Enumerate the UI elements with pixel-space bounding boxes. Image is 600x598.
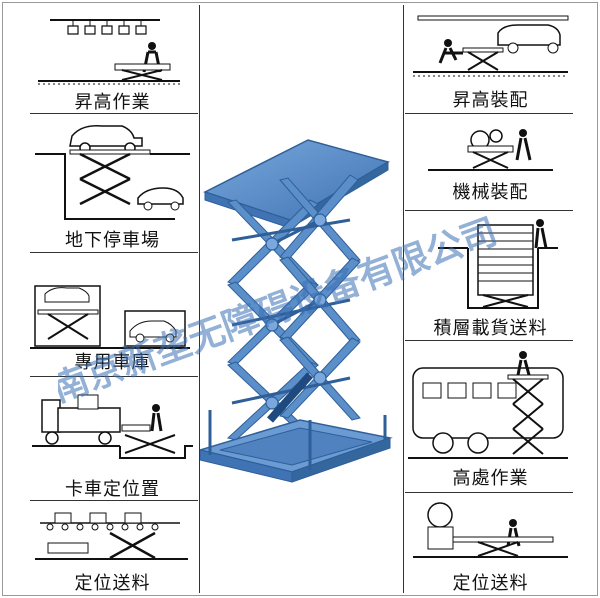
left-panel-feeding-positioning: 定位送料 — [30, 503, 195, 595]
right-panel-high-altitude-work: 高處作業 — [408, 343, 573, 491]
left-panel-truck-positioning: 卡車定位置 — [30, 380, 195, 500]
right-panel-machinery-assembly: 機械裝配 — [408, 118, 573, 208]
underground-parking-illustration — [35, 124, 190, 220]
left-panel-underground-parking: 地下停車場 — [30, 118, 195, 251]
high-altitude-work-illustration — [408, 351, 568, 459]
scissor-lift-platform — [200, 120, 403, 490]
caption-left-4: 卡車定位置 — [65, 479, 160, 500]
company-watermark: 南京新垄无障碍设备有限公司 — [58, 197, 578, 407]
scissor-lift-illustration — [200, 139, 393, 483]
right-column-divider — [403, 5, 404, 593]
truck-positioning-illustration — [32, 394, 193, 459]
caption-left-3: 專用車庫 — [74, 352, 151, 373]
left-column-divider — [199, 5, 200, 593]
caption-left-2: 地下停車場 — [65, 230, 160, 251]
right-panel-stacked-cargo-feeding: 積層載貨送料 — [408, 213, 573, 339]
caption-right-3: 積層載貨送料 — [433, 318, 548, 339]
left-row-divider — [30, 500, 198, 501]
feeding-positioning-illustration — [35, 512, 188, 560]
caption-right-4: 高處作業 — [452, 468, 529, 489]
right-row-divider — [405, 210, 573, 211]
feeding-positioning-right-illustration — [413, 502, 568, 558]
left-row-divider — [30, 252, 198, 253]
lifting-assembly-illustration — [413, 15, 569, 77]
right-row-divider — [405, 492, 573, 493]
lifting-work-illustration — [38, 19, 180, 85]
caption-right-5: 定位送料 — [452, 573, 529, 594]
private-garage-illustration — [30, 285, 190, 349]
machinery-assembly-illustration — [428, 129, 553, 171]
caption-right-1: 昇高裝配 — [452, 90, 529, 111]
right-row-divider — [405, 340, 573, 341]
right-panel-lifting-assembly: 昇高裝配 — [408, 8, 573, 113]
left-row-divider — [30, 376, 198, 377]
left-panel-lifting-work: 昇高作業 — [30, 8, 195, 113]
right-panel-feeding-positioning: 定位送料 — [408, 495, 573, 595]
caption-left-1: 昇高作業 — [74, 92, 151, 113]
left-row-divider — [30, 113, 198, 114]
caption-left-5: 定位送料 — [74, 573, 151, 594]
stacked-cargo-feeding-illustration — [438, 219, 558, 309]
left-panel-private-garage: 專用車庫 — [30, 256, 195, 374]
watermark-text: 南京新垄无障碍设备有限公司 — [58, 210, 503, 407]
caption-right-2: 機械裝配 — [452, 182, 529, 203]
right-row-divider — [405, 113, 573, 114]
